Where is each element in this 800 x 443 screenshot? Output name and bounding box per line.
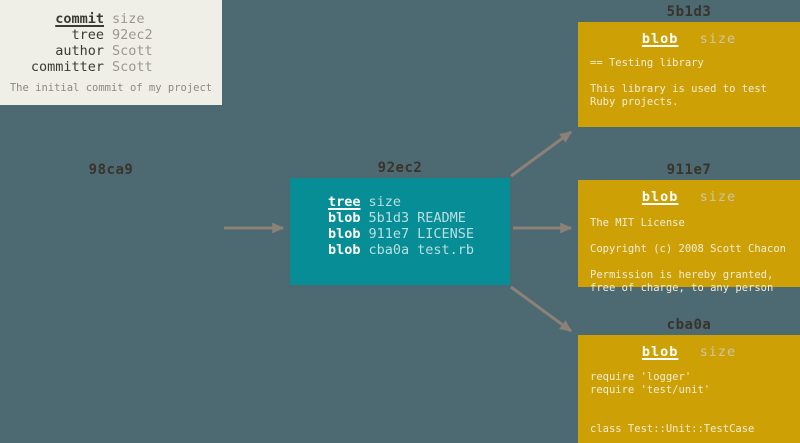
blob-size-label: size: [699, 189, 737, 205]
blob-content: require 'logger' require 'test/unit' cla…: [590, 371, 755, 435]
arrow-tree-to-blob-testrb: [510, 285, 573, 333]
commit-field-row: committer Scott: [0, 59, 222, 75]
entry-hash: cba0a: [368, 242, 410, 258]
blob-type-label: blob: [641, 189, 679, 205]
blob-header-row: blob size: [590, 344, 788, 361]
blob-content: == Testing library This library is used …: [590, 57, 768, 108]
blob-header-row: blob size: [590, 189, 788, 206]
commit-message: The initial commit of my project: [9, 82, 213, 94]
blob-license-hash-label: 911e7: [666, 162, 712, 178]
blob-size-label: size: [699, 31, 737, 47]
field-value: 92ec2: [112, 27, 153, 43]
tree-header-row: tree size: [328, 194, 510, 210]
blob-readme-hash-label: 5b1d3: [666, 4, 712, 20]
entry-type: blob: [328, 210, 361, 226]
entry-hash: 911e7: [368, 226, 410, 242]
commit-field-row: tree 92ec2: [0, 27, 222, 43]
tree-type-label: tree: [328, 194, 361, 210]
tree-hash-label: 92ec2: [377, 160, 423, 176]
field-key: author: [55, 43, 104, 59]
blob-type-label: blob: [641, 344, 679, 360]
blob-size-label: size: [699, 344, 737, 360]
commit-object-box: commit size tree 92ec2 author Scott comm…: [0, 0, 222, 105]
commit-size-label: size: [112, 11, 145, 27]
tree-entry-row: blob cba0a test.rb: [328, 242, 510, 258]
entry-name: test.rb: [417, 242, 475, 258]
blob-object-box-readme: blob size == Testing library This librar…: [578, 22, 800, 127]
commit-header-row: commit size: [0, 11, 222, 27]
field-value: Scott: [112, 43, 153, 59]
commit-field-row: author Scott: [0, 43, 222, 59]
field-value: Scott: [112, 59, 153, 75]
entry-type: blob: [328, 226, 361, 242]
arrow-tree-to-blob-readme: [510, 130, 573, 178]
blob-type-label: blob: [641, 31, 679, 47]
commit-type-label: commit: [55, 11, 104, 27]
field-key: tree: [71, 27, 104, 43]
blob-content: The MIT License Copyright (c) 2008 Scott…: [590, 217, 786, 294]
tree-object-box: tree size blob 5b1d3 README blob 911e7 LIC…: [290, 178, 510, 285]
blob-object-box-testrb: blob size require 'logger' require 'test…: [578, 335, 800, 443]
field-key: committer: [30, 59, 104, 75]
blob-header-row: blob size: [590, 31, 788, 48]
tree-entry-row: blob 5b1d3 README: [328, 210, 510, 226]
blob-testrb-hash-label: cba0a: [666, 317, 712, 333]
tree-entry-row: blob 911e7 LICENSE: [328, 226, 510, 242]
entry-hash: 5b1d3: [368, 210, 410, 226]
entry-name: LICENSE: [417, 226, 475, 242]
tree-size-label: size: [368, 194, 402, 210]
commit-hash-label: 98ca9: [88, 162, 134, 178]
entry-name: README: [417, 210, 466, 226]
entry-type: blob: [328, 242, 361, 258]
blob-object-box-license: blob size The MIT License Copyright (c) …: [578, 180, 800, 294]
